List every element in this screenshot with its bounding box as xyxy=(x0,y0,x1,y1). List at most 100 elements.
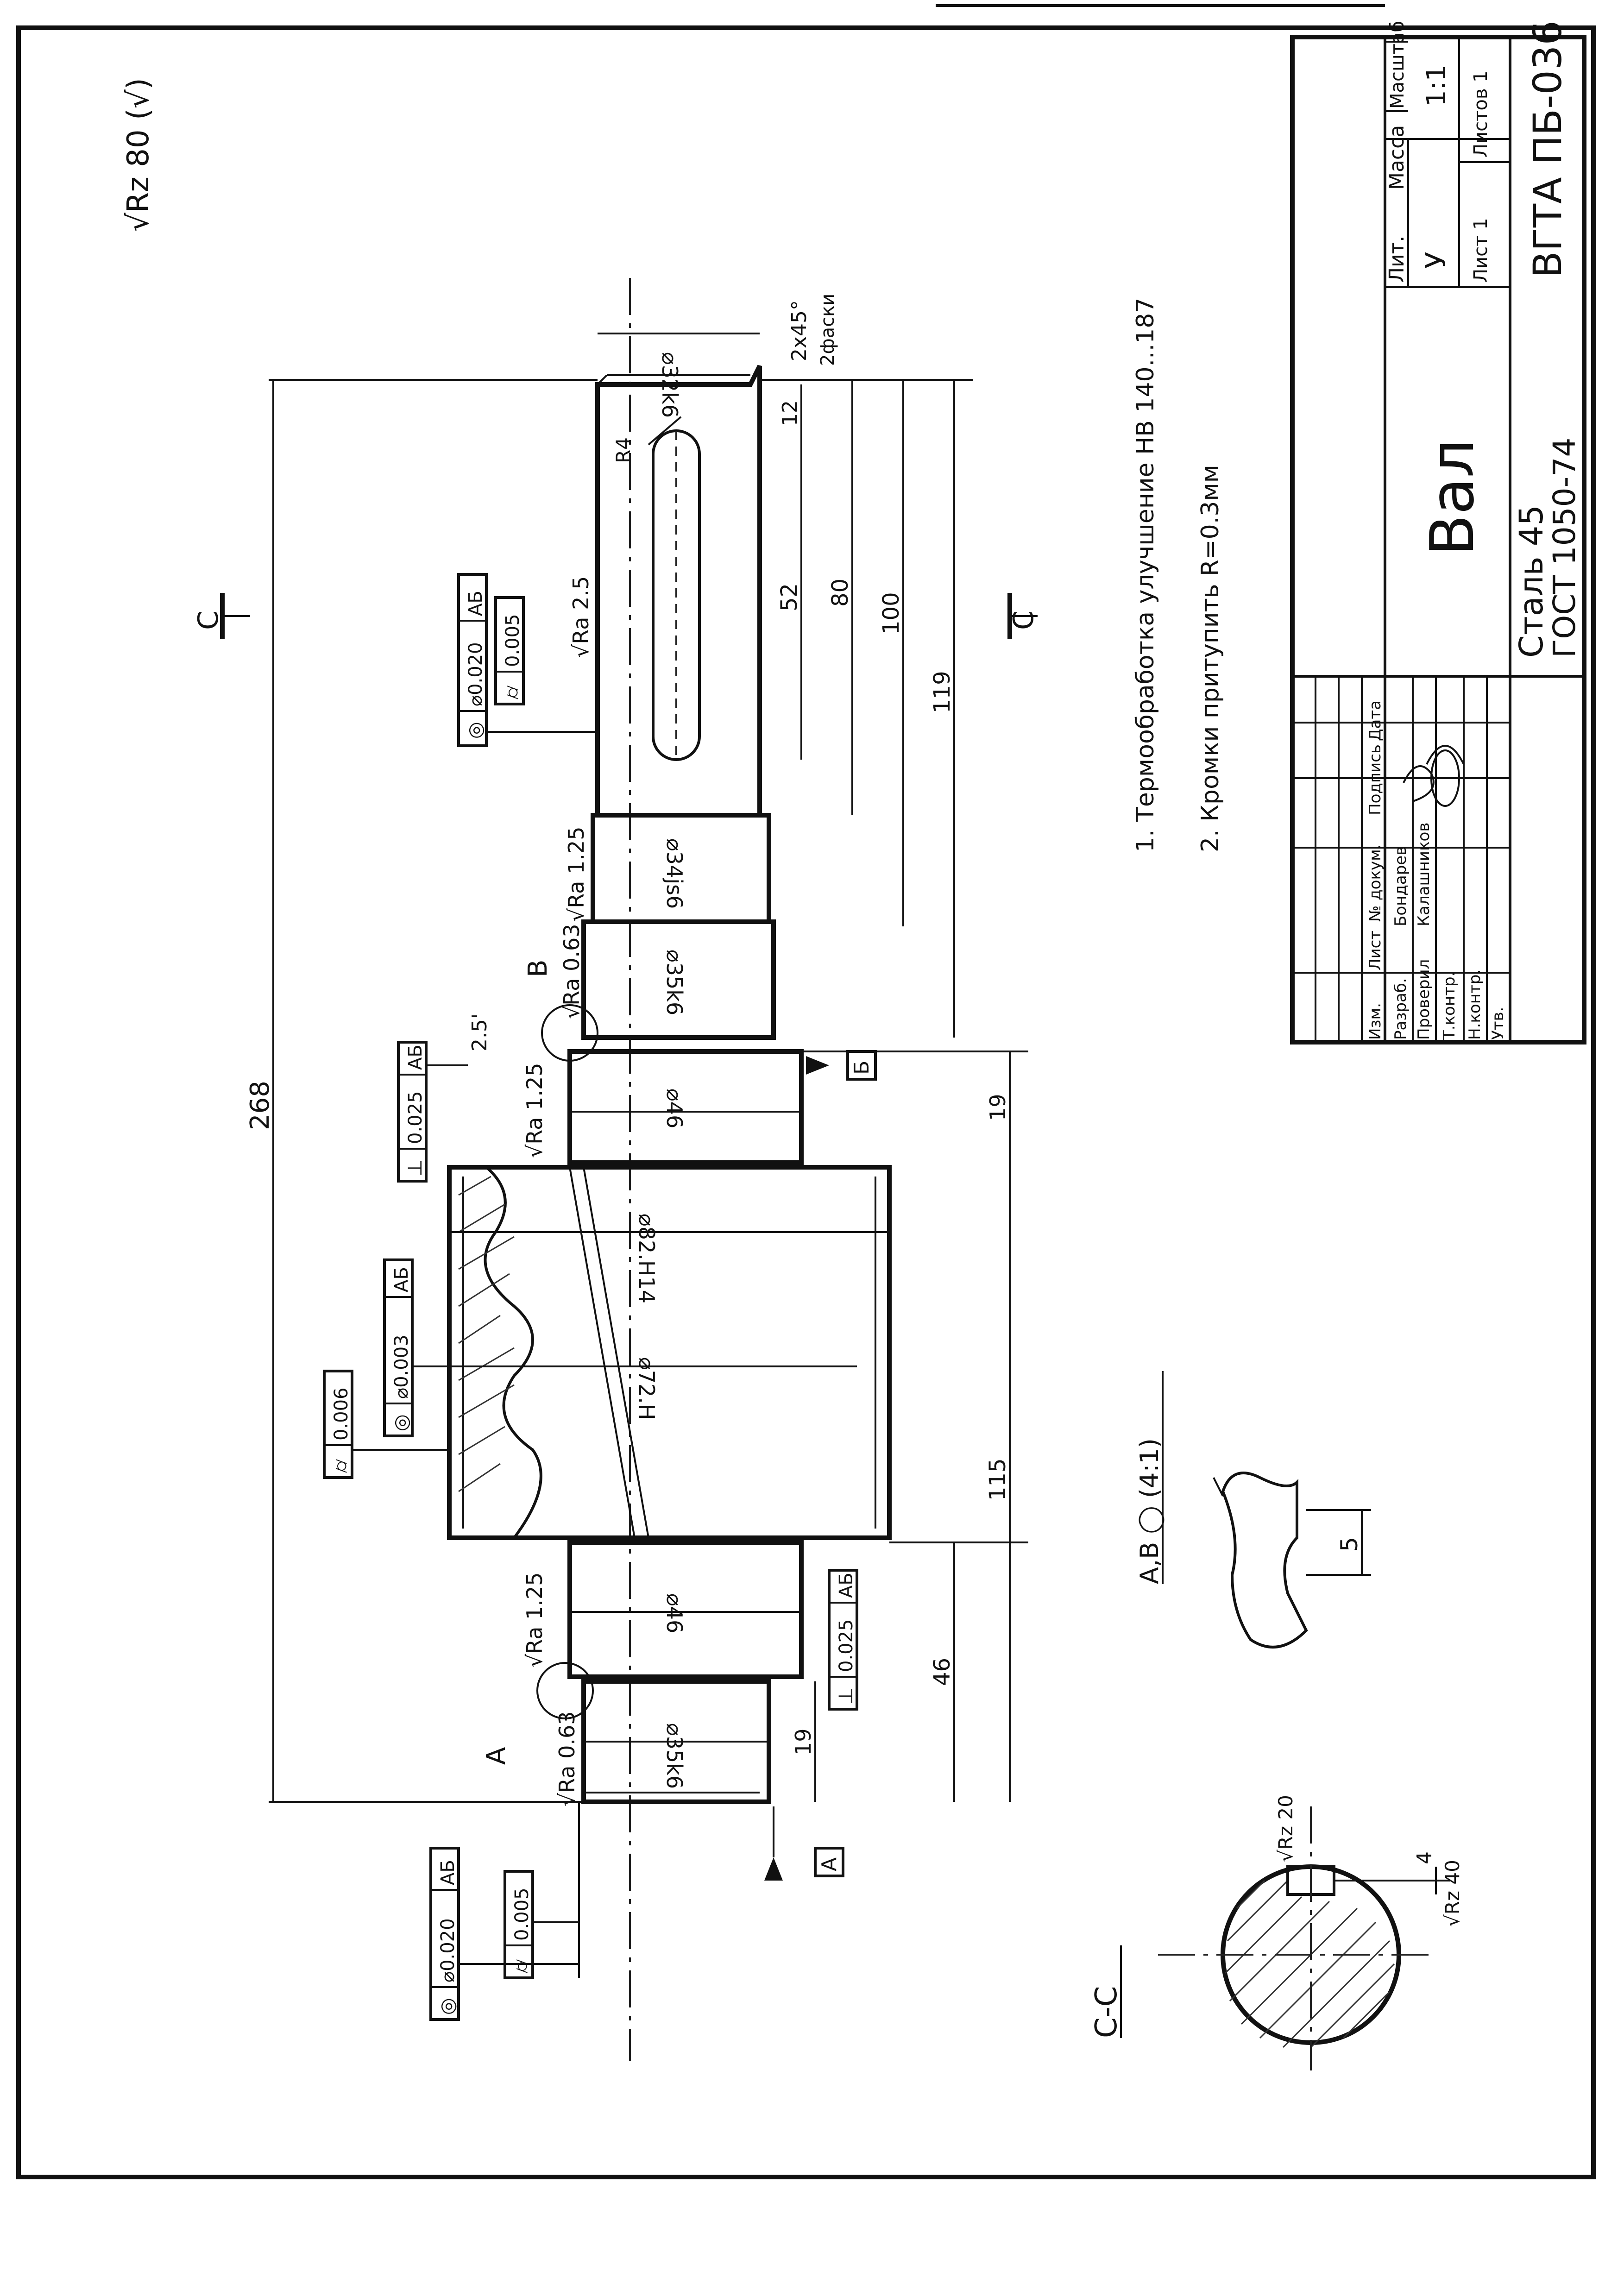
tb-sheet-label: Лист 1 xyxy=(1470,218,1492,283)
dim-r4: R4 xyxy=(612,437,635,463)
dim-119: 119 xyxy=(929,671,955,713)
tb-col-izm: Изм. xyxy=(1366,1003,1385,1040)
segment-d32 xyxy=(595,365,762,818)
tb-sheets-label: Листов 1 xyxy=(1470,70,1492,157)
section-marker-bottom: С xyxy=(1007,610,1040,630)
tb-mass-label: Масса xyxy=(1385,125,1409,190)
datum-b: Б xyxy=(850,1061,874,1075)
dim-d34: ⌀34js6 xyxy=(662,838,687,909)
tol-6-sym: ⊥ xyxy=(834,1687,857,1705)
tb-col-sign: Подпись xyxy=(1366,744,1385,815)
tb-code: ВГТА ПБ-036 xyxy=(1525,20,1570,278)
tb-row-razrab: Разраб. xyxy=(1391,978,1410,1040)
tol-7-ref: АБ xyxy=(437,1860,459,1885)
section-dim-4: 4 xyxy=(1413,1851,1436,1864)
tb-name: Вал xyxy=(1417,439,1487,556)
datum-triangle-b xyxy=(806,1056,829,1075)
general-roughness: √Rz 80 (√) xyxy=(121,78,156,232)
rough-d35-right: √Ra 0.63 xyxy=(559,924,584,1019)
tolerance-frame-5 xyxy=(323,1370,449,1479)
datum-triangle-a xyxy=(764,1857,783,1881)
tol-4-sym: ◎ xyxy=(390,1414,412,1431)
dim-52: 52 xyxy=(776,583,802,611)
tol-5-val: 0.006 xyxy=(331,1387,352,1441)
tb-col-date: Дата xyxy=(1366,700,1385,741)
view-marker-a: А xyxy=(481,1747,511,1765)
tol-7-sym: ◎ xyxy=(436,1998,459,2015)
tol-7-val: ⌀0.020 xyxy=(437,1918,459,1982)
dim-46: 46 xyxy=(929,1658,955,1686)
dim-d46-right: ⌀46 xyxy=(662,1089,687,1128)
note-2: 2. Кромки притупить R=0.3мм xyxy=(1196,465,1224,852)
detail-profile xyxy=(1221,1472,1308,1649)
segment-d46-right xyxy=(567,1049,804,1165)
note-1: 1. Термообработка улучшение НВ 140...187 xyxy=(1132,298,1159,852)
tb-scale-label: Масштаб xyxy=(1387,21,1408,109)
dim-d35-right: ⌀35k6 xyxy=(662,950,687,1015)
dim-80: 80 xyxy=(827,579,853,607)
tb-standard: ГОСТ 1050-74 xyxy=(1547,438,1582,658)
dim-d32: ⌀32k6 xyxy=(657,352,682,418)
section-marker-top: С xyxy=(192,610,225,630)
tb-lit-label: Лит. xyxy=(1385,236,1409,283)
rough-d35-left: √Ra 0.63 xyxy=(554,1711,579,1807)
tb-row-tkontr: Т.контр. xyxy=(1440,972,1459,1040)
datum-a: А xyxy=(818,1857,841,1871)
detail-circle-a xyxy=(536,1662,594,1719)
segment-d46-left xyxy=(567,1540,804,1679)
tolerance-frame-6 xyxy=(828,1569,858,1711)
section-cc-view xyxy=(1158,1806,1436,2070)
tol-1-sym: ◎ xyxy=(464,722,486,739)
rough-d34: √Ra 1.25 xyxy=(564,827,589,922)
tol-8-sym: ⌭ xyxy=(510,1959,533,1973)
detail-dim-5: 5 xyxy=(1336,1537,1363,1552)
tb-row-utv: Утв. xyxy=(1489,1007,1507,1040)
tb-row-nkontr: Н.контр. xyxy=(1466,969,1484,1040)
sheet-frame xyxy=(16,25,1596,2179)
section-rough-side: √Rz 40 xyxy=(1441,1860,1464,1927)
segment-d82-body xyxy=(447,1165,892,1540)
detail-circle-b xyxy=(541,1004,598,1062)
segment-d35-right xyxy=(581,919,776,1040)
dim-115: 115 xyxy=(985,1458,1011,1501)
tol-6-val: 0.025 xyxy=(836,1619,857,1672)
dim-chamfer-note: 2фаски xyxy=(817,294,838,366)
tol-3-val: 0.025 xyxy=(405,1091,426,1144)
tb-scale-value: 1:1 xyxy=(1422,65,1452,107)
rough-d46-left: √Ra 1.25 xyxy=(522,1573,547,1668)
dim-19-right: 19 xyxy=(985,1094,1010,1121)
rough-d46-right: √Ra 1.25 xyxy=(522,1063,547,1158)
tolerance-frame-8 xyxy=(504,1870,579,1979)
section-title: С-С xyxy=(1089,1986,1124,2038)
tol-1-val: ⌀0.020 xyxy=(465,642,486,706)
tol-2-val: 0.005 xyxy=(502,614,523,667)
signature-stamp xyxy=(1430,749,1460,807)
tol-8-val: 0.005 xyxy=(511,1888,533,1941)
tb-prov-name: Калашников xyxy=(1415,823,1433,926)
dim-19-left: 19 xyxy=(791,1728,816,1755)
detail-title: А,В ◯ (4:1) xyxy=(1135,1438,1164,1584)
tol-1-ref: АБ xyxy=(465,591,486,616)
view-marker-b: В xyxy=(523,960,553,977)
tolerance-frame-1 xyxy=(457,573,598,747)
tol-6-ref: АБ xyxy=(836,1573,857,1598)
tol-3-ref: АБ xyxy=(405,1044,426,1070)
dim-12: 12 xyxy=(778,400,802,426)
tolerance-frame-2 xyxy=(494,596,525,705)
tb-lit-value: У xyxy=(1420,252,1452,269)
tol-4-ref: АБ xyxy=(391,1267,412,1292)
tolerance-frame-3 xyxy=(397,1041,468,1183)
dim-overall-268: 268 xyxy=(245,1081,275,1130)
tol-5-sym: ⌭ xyxy=(329,1459,352,1473)
dim-chamfer: 2x45° xyxy=(787,300,811,361)
section-rough-top: √Rz 20 xyxy=(1274,1795,1297,1862)
tol-2-sym: ⌭ xyxy=(501,686,523,699)
tolerance-frame-4 xyxy=(383,1258,491,1437)
dim-100: 100 xyxy=(878,592,904,635)
tb-razrab-name: Бондарев xyxy=(1391,846,1410,926)
shaft-main-view xyxy=(447,278,892,2061)
tb-material: Сталь 45 xyxy=(1512,505,1550,658)
tb-col-list: Лист xyxy=(1366,931,1385,970)
dim-angle: 2.5' xyxy=(468,1013,491,1051)
